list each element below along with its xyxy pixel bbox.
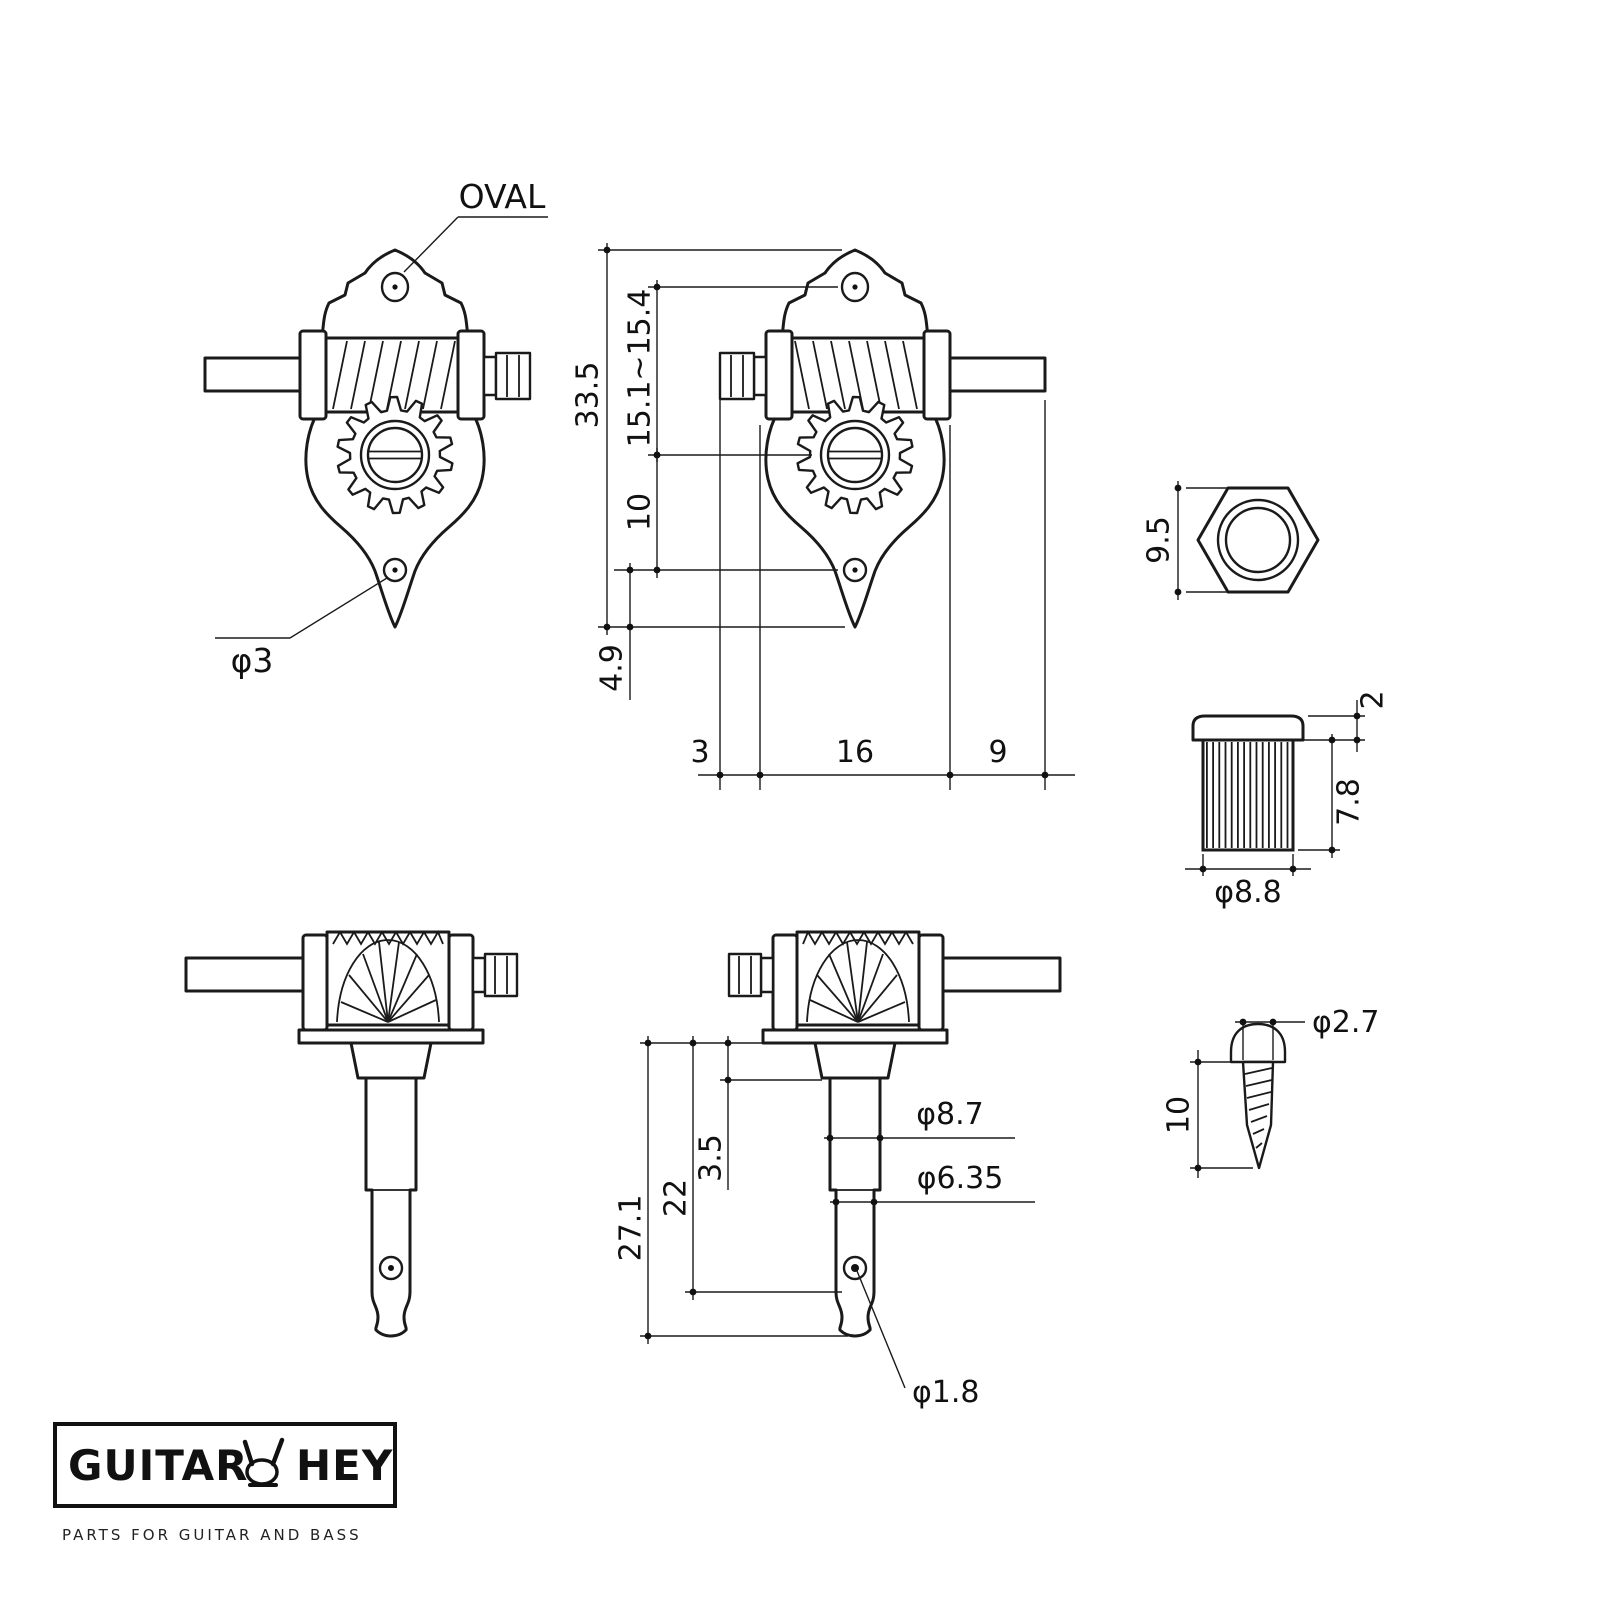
dim-w-mid-label: 16 xyxy=(836,735,874,770)
dim-hole-dia-label: φ1.8 xyxy=(912,1375,980,1410)
hex-nut-top-view: 9.5 xyxy=(1142,481,1320,600)
logo-border xyxy=(53,1422,397,1508)
mount-screw: φ2.7 10 xyxy=(1162,1005,1380,1178)
oval-label: OVAL xyxy=(459,177,546,216)
dim-screw-dia-label: φ2.7 xyxy=(1312,1005,1380,1040)
callout-phi3: φ3 xyxy=(215,577,388,680)
bushing-flange xyxy=(1191,714,1305,742)
rock-hand-icon xyxy=(242,1437,285,1487)
dim-screw-length-label: 10 xyxy=(1162,1096,1197,1134)
leader-hole-dia xyxy=(856,1270,906,1389)
dims-front-vertical: 33.5 15.1~15.4 10 4.9 xyxy=(571,243,845,700)
dim-collar-height-label: 3.5 xyxy=(694,1134,729,1182)
phi3-leader-line xyxy=(289,577,388,639)
dim-lower-dia-label: φ6.35 xyxy=(917,1161,1004,1196)
phi3-label: φ3 xyxy=(231,641,274,680)
screw-shank xyxy=(1241,1060,1275,1170)
side-view-left xyxy=(184,930,519,1338)
logo-tagline: PARTS FOR GUITAR AND BASS xyxy=(62,1526,362,1544)
dim-body-height-label: 7.8 xyxy=(1332,778,1367,826)
hex-nut-bore xyxy=(1224,506,1292,574)
bushing-body xyxy=(1201,738,1295,852)
dim-upper-dia-label: φ8.7 xyxy=(916,1097,984,1132)
dim-total-height-label: 33.5 xyxy=(571,362,606,429)
brand-logo: GUITAR HEY PARTS FOR GUITAR AND BASS xyxy=(53,1422,397,1544)
dim-gear-to-hole-label: 10 xyxy=(623,493,658,531)
dims-front-horizontal: 3 16 9 xyxy=(690,400,1075,790)
bushing-dims: 2 7.8 φ8.8 xyxy=(1185,690,1391,910)
side-view-center xyxy=(727,930,1062,1338)
string-bushing: 2 7.8 φ8.8 xyxy=(1185,690,1391,910)
callout-oval: OVAL xyxy=(403,177,548,273)
dim-hole-to-tip-label: 4.9 xyxy=(595,644,630,692)
dim-w-left-label: 3 xyxy=(690,735,709,770)
dim-w-right-label: 9 xyxy=(988,735,1007,770)
screw-head xyxy=(1229,1022,1287,1064)
oval-leader-line xyxy=(403,216,459,273)
dim-post-total-label: 27.1 xyxy=(614,1195,649,1262)
logo-word-right: HEY xyxy=(296,1441,393,1490)
dim-hole-to-gear-label: 15.1~15.4 xyxy=(623,289,658,448)
screw-threads xyxy=(1244,1067,1273,1149)
logo-word-left: GUITAR xyxy=(68,1441,248,1490)
dim-bushing-diameter-label: φ8.8 xyxy=(1214,875,1282,910)
dim-across-flats-label: 9.5 xyxy=(1142,516,1177,564)
dim-flange-height-label: 2 xyxy=(1356,690,1391,709)
dim-post-to-taper-label: 22 xyxy=(659,1179,694,1217)
hex-nut-dim: 9.5 xyxy=(1142,481,1232,600)
post-dims: 27.1 22 3.5 φ8.7 φ6.35 φ1.8 xyxy=(614,1036,1035,1410)
screw-dims: φ2.7 10 xyxy=(1162,1005,1380,1178)
